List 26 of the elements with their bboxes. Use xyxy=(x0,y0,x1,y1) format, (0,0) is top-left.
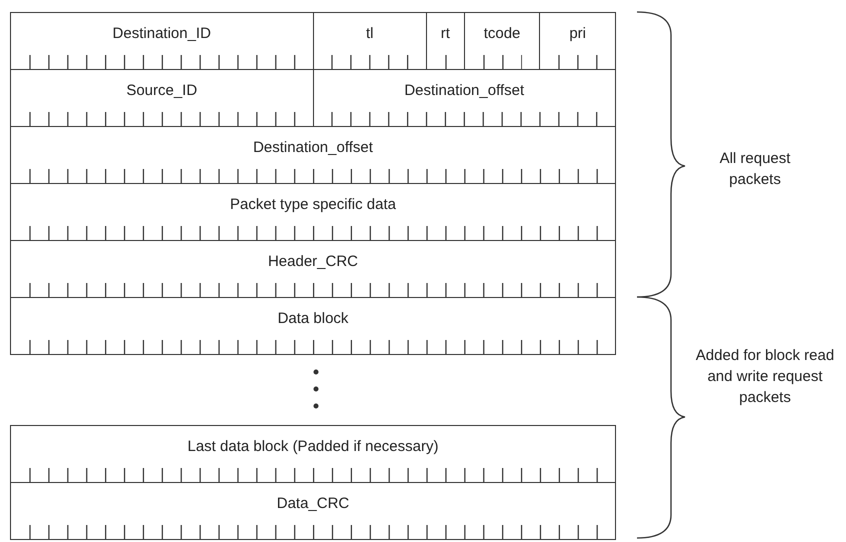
bit-field xyxy=(10,482,616,540)
field-name: Destination_offset xyxy=(252,139,374,157)
bracket-label: Added for block read and write request packets xyxy=(694,346,836,408)
bit-field xyxy=(10,12,314,70)
field-name: Header_CRC xyxy=(266,253,360,271)
bit-field xyxy=(464,12,540,70)
bracket-label: All request packets xyxy=(718,149,792,190)
bit-field xyxy=(312,12,427,70)
bit-field xyxy=(10,183,616,241)
field-name: tl xyxy=(364,25,374,43)
bit-field xyxy=(10,425,616,483)
field-name: Data block xyxy=(276,310,350,328)
field-name: rt xyxy=(440,25,451,43)
bit-field xyxy=(426,12,465,70)
field-name: Destination_ID xyxy=(112,25,212,43)
bit-field xyxy=(10,240,616,298)
field-name: tcode xyxy=(482,25,522,43)
bit-field xyxy=(10,126,616,184)
field-name: Source_ID xyxy=(125,82,198,100)
field-name: Destination_offset xyxy=(403,82,526,100)
field-name: pri xyxy=(568,25,588,43)
field-name: Last data block (Padded if necessary) xyxy=(186,438,440,456)
bit-field xyxy=(539,12,616,70)
field-name: Packet type specific data xyxy=(229,196,397,214)
bit-field xyxy=(10,297,616,355)
field-name: Data_CRC xyxy=(276,495,350,513)
